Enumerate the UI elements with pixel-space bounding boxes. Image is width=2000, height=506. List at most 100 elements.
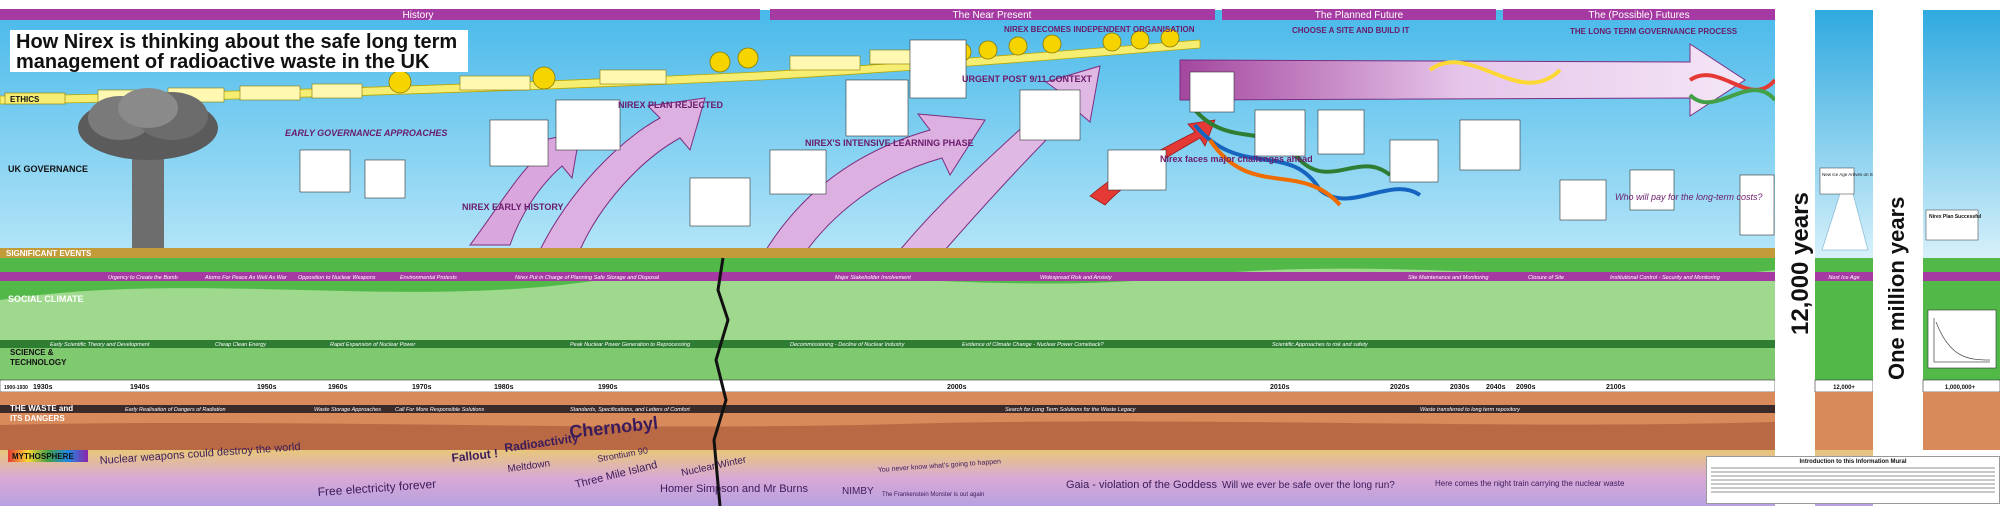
- row-waste-2: ITS DANGERS: [10, 414, 65, 423]
- info-cards: [299, 39, 1775, 236]
- science-band-7: Scientific Approaches to risk and safety: [1272, 342, 1369, 348]
- heading-early-history: NIREX EARLY HISTORY: [462, 202, 564, 212]
- plan-successful: Nirex Plan Successful: [1929, 214, 1982, 220]
- heading-independent: NIREX BECOMES INDEPENDENT ORGANISATION: [1004, 25, 1195, 34]
- strata-million: [1923, 392, 2000, 450]
- decade-1940s: 1940s: [130, 384, 150, 391]
- era-planned-future: The Planned Future: [1315, 10, 1404, 21]
- era-bar-planned-future: [1222, 9, 1496, 20]
- social-band-2: Atoms For Peace As Well As War: [204, 275, 288, 281]
- panel-million-white: [1873, 0, 1923, 506]
- decade-1970s: 1970s: [412, 384, 432, 391]
- future-swirls: [1193, 60, 1777, 207]
- era-bar-possible-futures: [1503, 9, 1775, 20]
- strata-12000: [1815, 392, 1873, 450]
- heading-long-term: THE LONG TERM GOVERNANCE PROCESS: [1570, 27, 1738, 36]
- heading-plan-rejected: NIREX PLAN REJECTED: [618, 100, 724, 110]
- myth-13: Will we ever be safe over the long run?: [1222, 480, 1395, 491]
- mushroom-cloud-illustration: [78, 88, 218, 255]
- panel-gap-1: [1775, 0, 1781, 506]
- intro-text-lines: [1711, 467, 1995, 493]
- era-possible-futures: The (Possible) Futures: [1588, 10, 1689, 21]
- waste-band-2: Waste Storage Approaches: [314, 407, 381, 413]
- social-band-10: Institutional Control - Security and Mon…: [1610, 275, 1721, 281]
- decade-2040s: 2040s: [1486, 384, 1506, 391]
- decade-2010s: 2010s: [1270, 384, 1290, 391]
- decade-1950s: 1950s: [257, 384, 277, 391]
- mural-title-line2: management of radioactive waste in the U…: [16, 51, 430, 73]
- social-climate-hills: [0, 268, 1775, 340]
- mural-title-box: How Nirex is thinking about the safe lon…: [10, 30, 468, 72]
- science-band-3: Rapid Expansion of Nuclear Power: [330, 342, 416, 348]
- decade-2090s: 2090s: [1516, 384, 1536, 391]
- heading-learning-phase: NIREX'S INTENSIVE LEARNING PHASE: [805, 138, 974, 148]
- waste-band-4: Standards, Specifications, and Letters o…: [570, 407, 690, 413]
- years-12000-label: 12,000 years: [1787, 192, 1814, 335]
- mural-title-line1: How Nirex is thinking about the safe lon…: [16, 31, 458, 53]
- waste-bar: [0, 405, 1775, 413]
- science-band-4: Peak Nuclear Power Generation to Reproce…: [570, 342, 691, 348]
- waste-band-1: Early Realisation of Dangers of Radiatio…: [125, 407, 226, 413]
- decade-1900: 1900-1930: [4, 385, 28, 391]
- decade-1960s: 1960s: [328, 384, 348, 391]
- years-million-label: One million years: [1884, 196, 1909, 380]
- governance-arrows: [469, 43, 1746, 261]
- next-ice-age-label: Next Ice Age: [1828, 275, 1859, 281]
- era-history: History: [402, 10, 433, 21]
- science-bar: [0, 340, 1775, 348]
- social-band-1: Urgency to Create the Bomb: [108, 275, 178, 281]
- heading-urgent: URGENT POST 9/11 CONTEXT: [962, 74, 1093, 84]
- myth-10: Homer Simpson and Mr Burns: [660, 483, 808, 495]
- decade-2100s: 2100s: [1606, 384, 1626, 391]
- row-social-climate: SOCIAL CLIMATE: [8, 294, 84, 304]
- heading-challenges: Nirex faces major challenges ahead: [1160, 154, 1313, 164]
- decay-chart-box: [1927, 309, 1997, 369]
- fault-crack: [712, 257, 730, 506]
- myth-14: Here comes the night train carrying the …: [1435, 479, 1625, 488]
- label-million: 1,000,000+: [1945, 385, 1976, 391]
- myth-16: The Frankenstein Monster is out again: [882, 492, 984, 498]
- era-near-present: The Near Present: [953, 10, 1032, 21]
- ice-age-bar: [1815, 272, 1873, 281]
- waste-band-6: Waste transferred to long term repositor…: [1420, 407, 1521, 413]
- row-uk-governance: UK GOVERNANCE: [8, 164, 88, 174]
- waste-strata: [0, 421, 1775, 450]
- plan-success-box: [1925, 209, 1979, 241]
- decade-2000s: 2000s: [947, 384, 967, 391]
- science-band-2: Cheap Clean Energy: [215, 342, 267, 348]
- row-science-2: TECHNOLOGY: [10, 358, 67, 367]
- social-band-5: Nirex Put in Charge of Planning Safe Sto…: [515, 275, 660, 281]
- social-band-9: Closure of Site: [1528, 275, 1564, 281]
- row-science-1: SCIENCE &: [10, 348, 54, 357]
- row-waste-1: THE WASTE and: [10, 404, 73, 413]
- social-climate-bar: [0, 272, 1775, 281]
- myth-2: Fallout !: [451, 446, 499, 465]
- row-ethics: ETHICS: [10, 95, 40, 104]
- ice-age-note: New Ice Age Arrives on Schedule: [1822, 172, 1889, 177]
- social-band-8: Site Maintenance and Monitoring: [1408, 275, 1489, 281]
- decade-2020s: 2020s: [1390, 384, 1410, 391]
- era-bar-near-present: [770, 9, 1215, 20]
- heading-early-governance: EARLY GOVERNANCE APPROACHES: [285, 128, 447, 138]
- ice-age-note-box: [1819, 167, 1855, 195]
- intro-panel: Introduction to this Information Mural: [1706, 456, 2000, 504]
- ethics-notes: [97, 49, 921, 107]
- science-band-1: Early Scientific Theory and Development: [50, 342, 150, 348]
- decade-1930s: 1930s: [33, 384, 53, 391]
- row-mythosphere: MYTHOSPHERE: [12, 452, 74, 461]
- social-band-6: Major Stakeholder Involvement: [835, 275, 911, 281]
- myth-11: NIMBY: [842, 486, 874, 497]
- label-12000: 12,000+: [1833, 385, 1855, 391]
- social-band-3: Opposition to Nuclear Weapons: [298, 275, 376, 281]
- events-band: [0, 248, 1775, 258]
- intro-title: Introduction to this Information Mural: [1799, 459, 1907, 465]
- decade-2030s: 2030s: [1450, 384, 1470, 391]
- heading-who-will-pay: Who will pay for the long-term costs?: [1615, 192, 1763, 202]
- waste-band-3: Call For More Responsible Solutions: [395, 407, 485, 413]
- decay-curve: [1933, 318, 1991, 363]
- mythosphere-rainbow: [8, 450, 88, 462]
- social-band-7: Widespread Risk and Anxiety: [1040, 275, 1113, 281]
- myth-12: Gaia - violation of the Goddess: [1066, 479, 1218, 491]
